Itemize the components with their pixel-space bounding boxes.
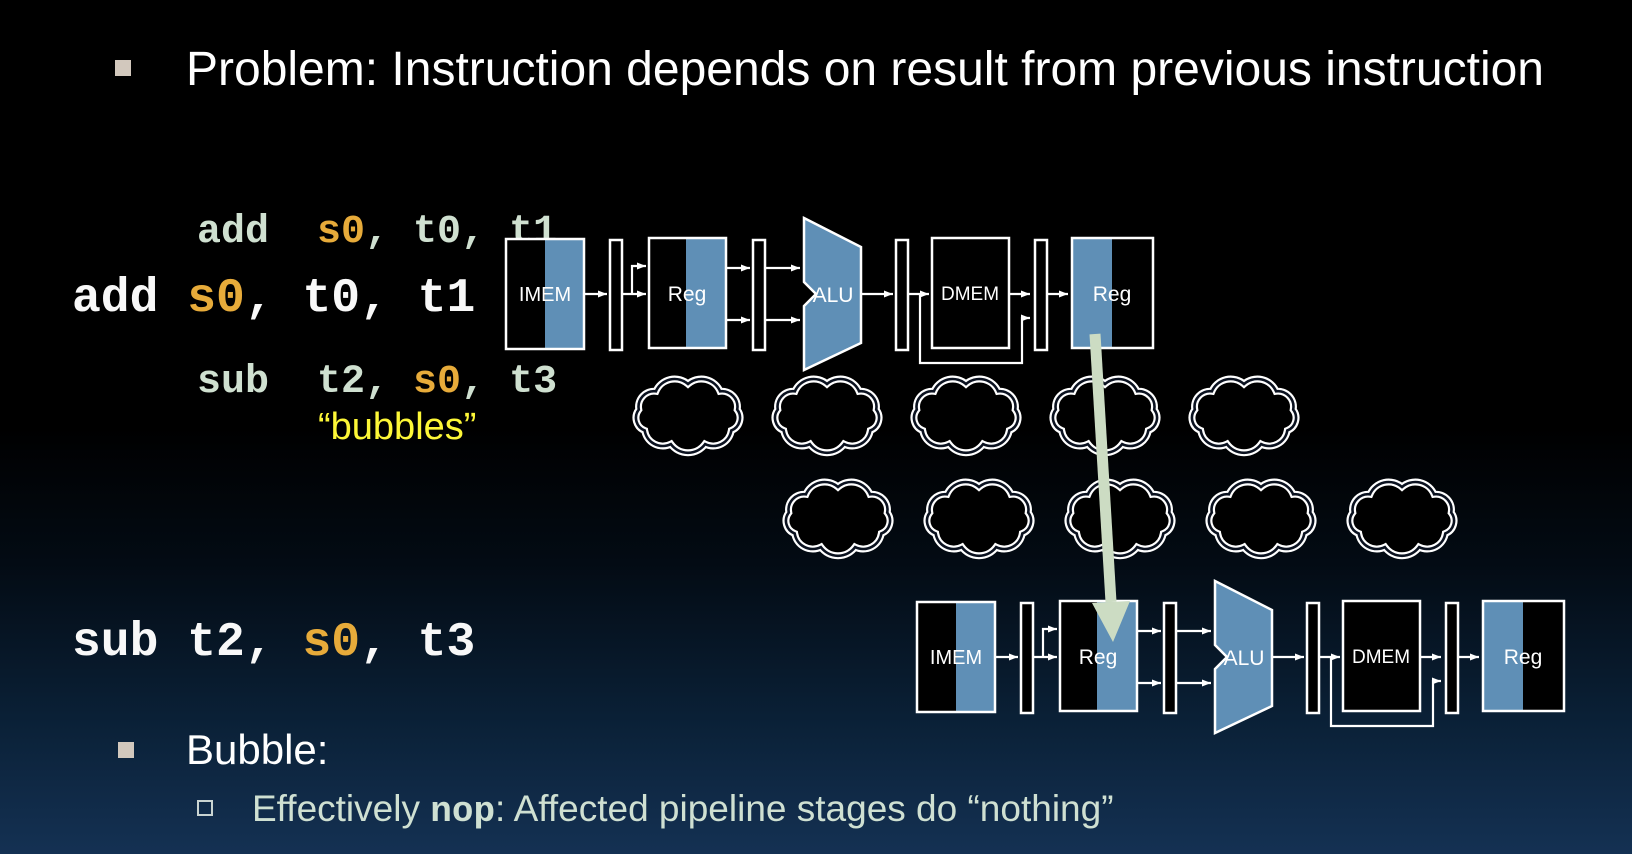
stage-alu-label: ALU	[813, 284, 854, 307]
wire-hook-arrow	[630, 262, 646, 294]
sub-bullet-icon	[197, 800, 213, 816]
stage-dmem: DMEM	[1341, 599, 1422, 713]
stage-dmem-label: DMEM	[941, 284, 999, 305]
stage-imem: IMEM	[504, 237, 586, 351]
stage-dmem: DMEM	[930, 236, 1011, 350]
bubble-clouds	[632, 375, 1458, 560]
bubble-cloud-icon-inner	[773, 377, 881, 454]
stage-alu: ALU	[802, 215, 863, 372]
bubble-cloud-icon	[1346, 478, 1458, 560]
bubble-cloud-icon-inner	[784, 480, 892, 557]
stage-alu: ALU	[1213, 578, 1274, 735]
bubble-cloud-icon	[632, 375, 744, 457]
pipeline-register	[608, 238, 624, 352]
stage-imem: IMEM	[915, 600, 997, 714]
bubble-cloud-icon-inner	[925, 480, 1033, 557]
register-s0-highlight: s0	[302, 616, 361, 670]
stage-dmem-label: DMEM	[1352, 647, 1410, 668]
bubble-cloud-icon	[923, 478, 1035, 560]
bubble-cloud-icon	[1205, 478, 1317, 560]
stage-reg-write-label: Reg	[1093, 283, 1132, 306]
page-title: Problem: Instruction depends on result f…	[186, 43, 1544, 96]
bubble-heading: Bubble:	[186, 726, 329, 773]
bubble-cloud-icon	[782, 478, 894, 560]
bubble-cloud-icon-inner	[634, 377, 742, 454]
pipeline-diagram-sub: IMEM Reg ALU	[911, 578, 1571, 746]
stage-reg-read-label: Reg	[668, 283, 707, 306]
bubble-cloud-icon-inner	[1348, 480, 1456, 557]
bubble-cloud-icon-inner	[1207, 480, 1315, 557]
stage-reg-read-label: Reg	[1079, 646, 1118, 669]
pipeline-register	[1162, 601, 1178, 715]
bubble-cloud-icon-inner	[1190, 377, 1298, 454]
bubble-cloud-icon-inner	[912, 377, 1020, 454]
pipeline-register	[1019, 601, 1035, 715]
stage-imem-label: IMEM	[930, 647, 982, 669]
bubbles-label: “bubbles”	[318, 406, 477, 448]
instruction-add-label: add s0, t0, t1	[72, 272, 476, 326]
register-s0-highlight: s0	[187, 272, 245, 326]
bubble-cloud-icon	[910, 375, 1022, 457]
bubble-bullet-icon	[118, 742, 134, 758]
stage-alu-label: ALU	[1224, 647, 1265, 670]
bubble-cloud-icon-inner	[1066, 480, 1174, 557]
dmem-bypass-wire	[918, 294, 1030, 365]
bubble-cloud-icon	[771, 375, 883, 457]
bubble-cloud-icon	[1064, 478, 1176, 560]
pipeline-svg: IMEM Reg ALU	[504, 215, 1155, 372]
instruction-sub-label: sub t2, s0, t3	[72, 616, 476, 670]
pipeline-register	[1033, 238, 1049, 352]
stage-reg-read: Reg	[647, 236, 728, 350]
stage-reg-write-label: Reg	[1504, 646, 1543, 669]
stage-reg-write: Reg	[1481, 599, 1566, 713]
wire-hook-arrow	[1041, 625, 1057, 657]
register-s0-highlight: s0	[317, 210, 366, 255]
pipeline-register	[1305, 601, 1321, 715]
pipeline-svg: IMEM Reg ALU	[915, 578, 1566, 735]
bubble-cloud-icon	[1049, 375, 1161, 457]
register-s0-highlight: s0	[413, 360, 462, 405]
title-bullet-icon	[115, 60, 131, 76]
nop-keyword: nop	[430, 791, 496, 832]
bubble-detail: Effectively nop: Affected pipeline stage…	[252, 788, 1114, 832]
stage-imem-label: IMEM	[519, 284, 571, 306]
pipeline-diagram-add: IMEM Reg ALU	[500, 215, 1160, 383]
pipeline-register	[894, 238, 910, 352]
stage-reg-write: Reg	[1070, 236, 1155, 350]
bubble-cloud-icon	[1188, 375, 1300, 457]
stage-reg-read: Reg	[1058, 599, 1139, 713]
pipeline-register	[1444, 601, 1460, 715]
code-line-sub: sub t2, s0, t3	[197, 360, 558, 405]
bubble-cloud-icon-inner	[1051, 377, 1159, 454]
dmem-bypass-wire	[1329, 657, 1441, 728]
pipeline-register	[751, 238, 767, 352]
